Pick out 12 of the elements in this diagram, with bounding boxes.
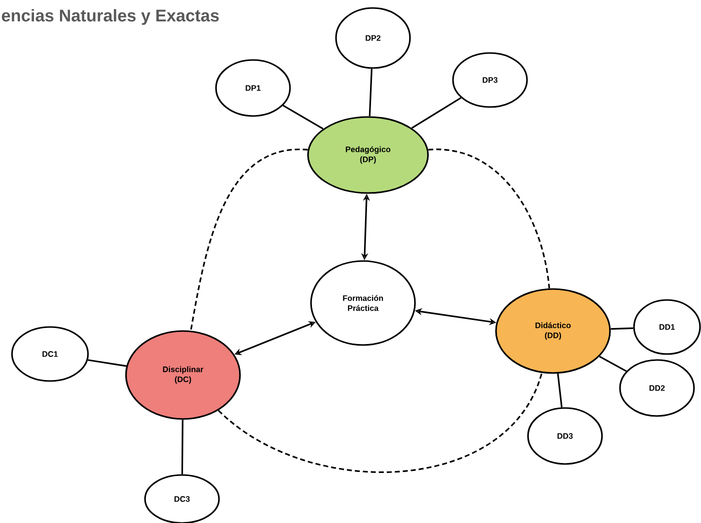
dashed-arc [428, 148, 550, 288]
dashed-arc [218, 372, 542, 473]
title: encias Naturales y Exactas [2, 9, 219, 25]
connector-line [599, 356, 627, 372]
connector-line [411, 97, 462, 129]
connector-line [88, 359, 126, 367]
connector-line [181, 420, 184, 474]
connector-line [282, 104, 324, 130]
connector-line [368, 68, 372, 116]
connector-line [557, 374, 563, 408]
connector-line [610, 327, 634, 330]
dashed-arc [190, 148, 308, 331]
